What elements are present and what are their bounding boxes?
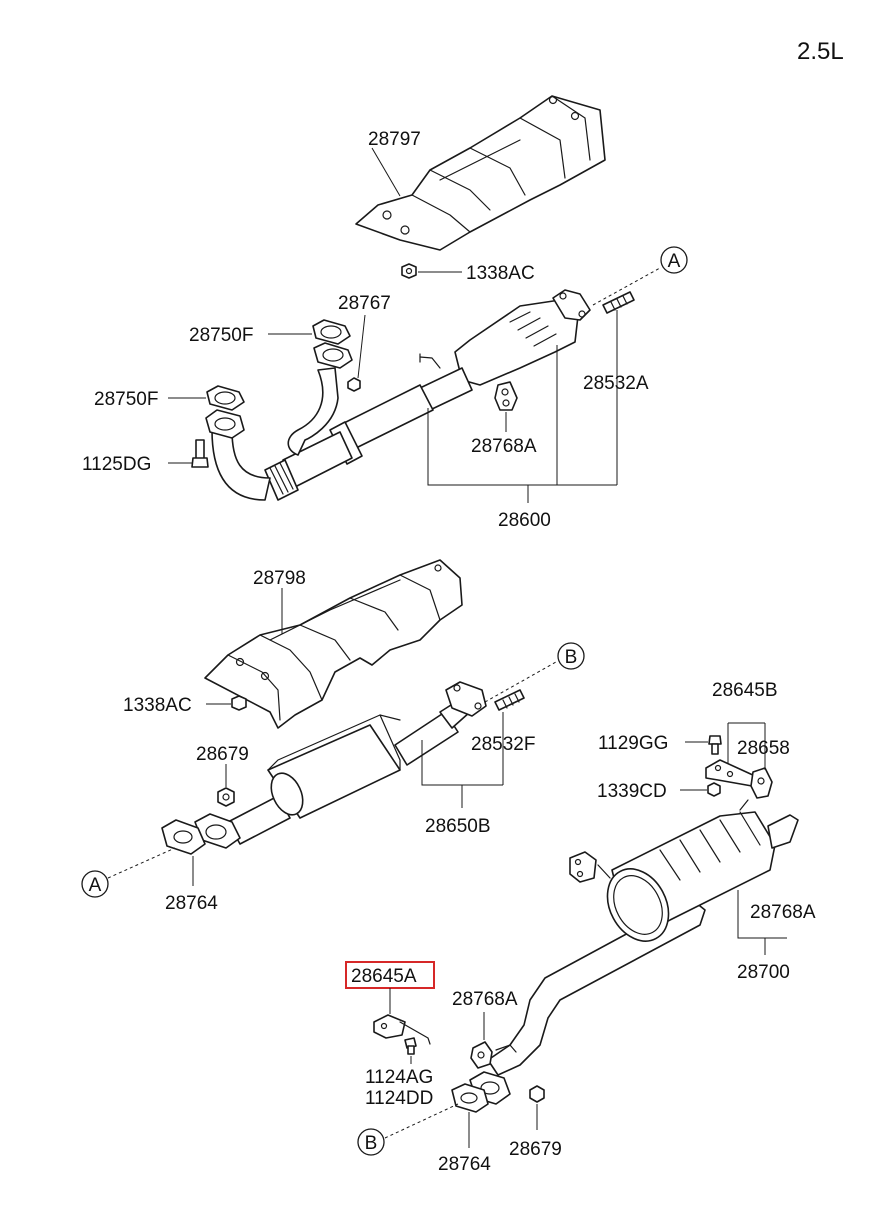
label-1338ac-center: 1338AC <box>123 695 192 716</box>
label-1124ag: 1124AG <box>365 1067 433 1088</box>
engine-label: 2.5L <box>797 38 844 65</box>
dash-ref-a-left <box>107 847 176 879</box>
label-28768a-upper: 28768A <box>471 436 537 457</box>
hanger-rubber-28768a-lower[interactable] <box>470 1041 517 1069</box>
label-28750f-lower: 28750F <box>94 389 158 410</box>
bracket-28645b <box>727 722 766 770</box>
nut-28679-center[interactable] <box>217 787 235 807</box>
label-28645a[interactable]: 28645A <box>351 966 417 987</box>
hanger-rubber-28768a-upper[interactable] <box>494 381 518 411</box>
label-28798: 28798 <box>253 568 306 589</box>
gasket-28750f-lower[interactable] <box>206 385 245 411</box>
gasket-28750f-upper[interactable] <box>312 319 351 345</box>
gasket-28764-center[interactable] <box>161 819 206 855</box>
label-1125dg: 1125DG <box>82 454 151 475</box>
front-pipe-catalytic-converter[interactable] <box>205 289 591 501</box>
dash-ref-a-top <box>592 267 661 306</box>
heat-shield-upper[interactable] <box>355 95 606 251</box>
hanger-bracket-28645b[interactable] <box>705 759 756 787</box>
label-1129gg: 1129GG <box>598 733 668 754</box>
center-pipe-28650b[interactable] <box>194 681 487 849</box>
dash-ref-b-bottom <box>384 1103 459 1139</box>
label-28645b: 28645B <box>712 680 778 701</box>
bolt-1129gg[interactable] <box>708 735 722 755</box>
svg-text:B: B <box>565 647 578 668</box>
svg-text:A: A <box>89 875 102 896</box>
nut-28679-lower[interactable] <box>529 1085 545 1103</box>
nut-1338ac-upper[interactable] <box>401 263 417 279</box>
main-muffler-28700[interactable] <box>469 799 799 1105</box>
leader-28767 <box>357 314 366 379</box>
label-28797: 28797 <box>368 129 421 150</box>
ref-a-left: A <box>81 870 109 898</box>
bolt-1124ag[interactable] <box>404 1037 417 1055</box>
svg-text:A: A <box>668 251 681 272</box>
label-28750f-upper: 28750F <box>189 325 253 346</box>
ref-b-bottom: B <box>357 1128 385 1156</box>
label-28679-center: 28679 <box>196 744 249 765</box>
label-28764-center: 28764 <box>165 893 218 914</box>
hanger-rubber-28768a-rear[interactable] <box>569 851 597 883</box>
dash-ref-b-top <box>484 661 557 703</box>
bracket-28700 <box>737 890 787 955</box>
stud-bolt-28532a[interactable] <box>602 291 635 314</box>
hanger-bracket-28645a[interactable] <box>373 1014 431 1045</box>
label-28650b: 28650B <box>425 816 491 837</box>
ref-a-top: A <box>660 246 688 274</box>
ref-b-top: B <box>557 642 585 670</box>
label-28532f: 28532F <box>471 734 535 755</box>
label-28679-lower: 28679 <box>509 1139 562 1160</box>
nut-1338ac-center[interactable] <box>231 695 247 711</box>
svg-text:B: B <box>365 1133 378 1154</box>
bolt-1125dg[interactable] <box>191 439 209 468</box>
label-28532a: 28532A <box>583 373 649 394</box>
label-1338ac-upper: 1338AC <box>466 263 535 284</box>
gasket-28764-lower[interactable] <box>451 1083 489 1113</box>
label-1339cd: 1339CD <box>597 781 667 802</box>
nut-1339cd[interactable] <box>707 782 721 797</box>
label-28764-lower: 28764 <box>438 1154 491 1175</box>
stud-bolt-28532f[interactable] <box>494 689 525 711</box>
label-1124dd: 1124DD <box>365 1088 433 1109</box>
nut-28767[interactable] <box>347 377 361 392</box>
label-28600: 28600 <box>498 510 551 531</box>
label-28768a-lower: 28768A <box>452 989 518 1010</box>
leader-28797 <box>371 147 401 197</box>
bracket-28650b <box>421 740 503 808</box>
label-28768a-rear: 28768A <box>750 902 816 923</box>
heat-shield-center[interactable] <box>204 559 463 729</box>
label-28700: 28700 <box>737 962 790 983</box>
label-28767: 28767 <box>338 293 391 314</box>
bracket-28600 <box>427 345 617 503</box>
label-28658: 28658 <box>737 738 790 759</box>
hanger-rubber-28658[interactable] <box>750 767 773 799</box>
